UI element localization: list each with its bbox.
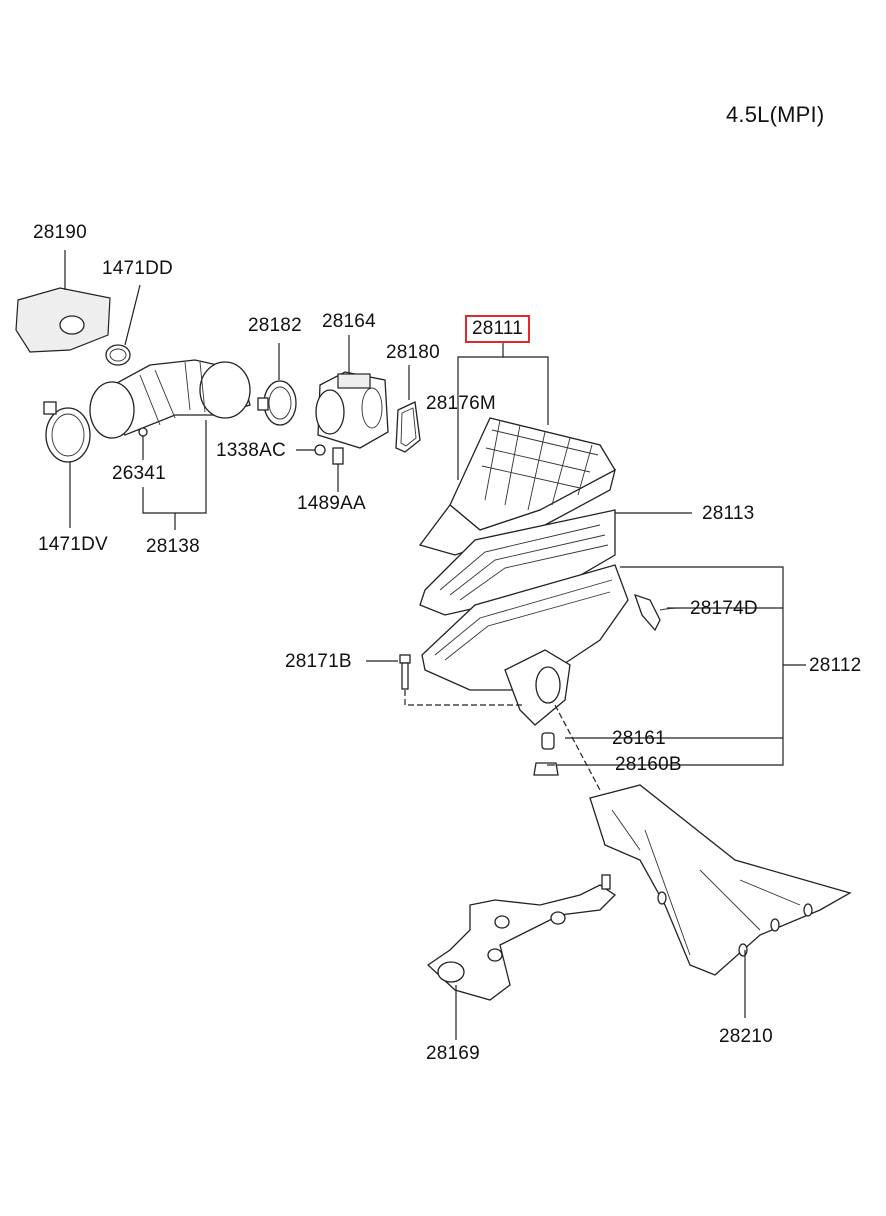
part-number-1338ac[interactable]: 1338AC	[216, 440, 286, 461]
air-cleaner-body-drawing	[421, 564, 629, 726]
part-number-28176m[interactable]: 28176M	[426, 393, 496, 414]
part-number-28190[interactable]: 28190	[33, 222, 87, 243]
part-number-28180[interactable]: 28180	[386, 342, 440, 363]
clamp-1471dv-drawing	[43, 401, 91, 463]
intake-duct-cover-drawing	[15, 287, 111, 353]
part-number-28138[interactable]: 28138	[146, 536, 200, 557]
clamp-28182-drawing	[257, 380, 297, 426]
part-number-1471dv[interactable]: 1471DV	[38, 534, 108, 555]
air-duct-drawing	[589, 784, 852, 976]
clamp-1471dd-drawing	[105, 344, 131, 366]
part-number-26341[interactable]: 26341	[112, 463, 166, 484]
gasket-drawing	[395, 401, 421, 453]
part-number-28169[interactable]: 28169	[426, 1043, 480, 1064]
part-number-28111[interactable]: 28111	[465, 315, 531, 343]
part-number-28160b[interactable]: 28160B	[615, 754, 682, 775]
part-number-28164[interactable]: 28164	[322, 311, 376, 332]
part-number-28161[interactable]: 28161	[612, 728, 666, 749]
part-number-28171b[interactable]: 28171B	[285, 651, 352, 672]
part-number-28210[interactable]: 28210	[719, 1026, 773, 1047]
bracket-plate-drawing	[426, 874, 617, 1001]
part-number-1471dd[interactable]: 1471DD	[102, 258, 173, 279]
part-number-28174d[interactable]: 28174D	[690, 598, 758, 619]
part-number-28112[interactable]: 28112	[809, 655, 862, 676]
filter-element-drawing	[419, 509, 616, 616]
engine-label: 4.5L(MPI)	[726, 102, 825, 127]
air-flow-sensor-drawing	[315, 371, 389, 449]
part-number-28182[interactable]: 28182	[248, 315, 302, 336]
part-number-1489aa[interactable]: 1489AA	[297, 493, 366, 514]
part-number-28113[interactable]: 28113	[702, 503, 755, 524]
intake-hose-drawing	[89, 359, 251, 439]
air-cleaner-cover-drawing	[418, 417, 616, 556]
